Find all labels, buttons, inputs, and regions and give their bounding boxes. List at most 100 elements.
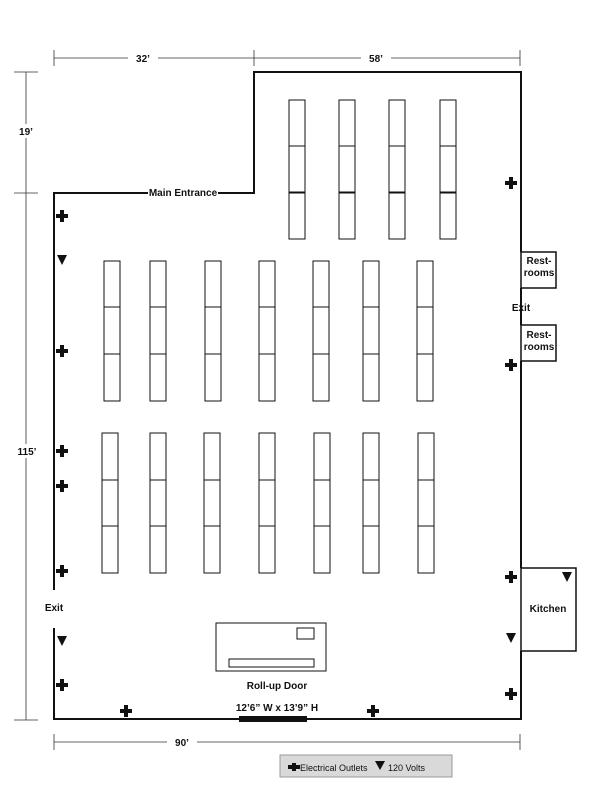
table [338,145,356,193]
table [258,432,276,481]
exit-left-label: Exit [45,603,64,614]
rollup-door-panel [296,627,315,640]
table [362,432,380,481]
table [204,260,222,308]
legend-outlets-label: Electrical Outlets [300,763,368,773]
table [149,525,167,574]
rollup-door-size: 12’6” W x 13’9” H [236,703,318,714]
table [313,479,331,527]
electrical-outlet-icon [56,445,68,457]
restroom-lower [520,324,557,362]
table [388,99,406,147]
electrical-outlet-icon [505,571,517,583]
legend-volts-label: 120 Volts [388,763,426,773]
dim-top-right: 58’ [369,54,383,65]
restroom-upper [520,251,557,289]
table [101,525,119,574]
volt-120-icon [562,572,572,582]
legend: Electrical Outlets 120 Volts [279,754,453,778]
dim-left-main: 115’ [18,447,37,458]
table [204,306,222,355]
table [203,432,221,481]
volt-120-icon [506,633,516,643]
table [258,479,276,527]
electrical-outlet-icon [367,705,379,717]
table [312,260,330,308]
electrical-outlet-icon [120,705,132,717]
table [149,432,167,481]
table [258,525,276,574]
restroom-lower-label-1: Rest- [526,330,551,341]
kitchen-room [520,567,577,652]
table [388,192,406,240]
table [312,353,330,402]
table [288,145,306,193]
table [203,479,221,527]
electrical-outlet-icon [505,359,517,371]
volt-120-icon [57,636,67,646]
tables-group [101,99,457,574]
table [338,99,356,147]
table [288,192,306,240]
dim-bottom: 90’ [175,738,189,749]
table [439,145,457,193]
electrical-outlet-icon [56,210,68,222]
table [417,479,435,527]
table [362,525,380,574]
table [258,306,276,355]
restroom-upper-label-2: rooms [524,268,555,279]
table [101,479,119,527]
volt-120-icon [57,255,67,265]
table [362,353,380,402]
outlets-group [56,177,517,717]
table [103,306,121,355]
table [149,353,167,402]
volt-markers-group [57,255,572,646]
table [388,145,406,193]
legend-volts-icon [375,761,385,770]
table [362,479,380,527]
dim-left-upper: 19’ [19,127,33,138]
table [313,525,331,574]
legend-outlet-icon [288,763,300,771]
restroom-upper-label-1: Rest- [526,256,551,267]
table [416,260,434,308]
electrical-outlet-icon [56,345,68,357]
table [204,353,222,402]
table [203,525,221,574]
electrical-outlet-icon [56,679,68,691]
electrical-outlet-icon [505,688,517,700]
electrical-outlet-icon [56,565,68,577]
table [101,432,119,481]
electrical-outlet-icon [505,177,517,189]
rollup-door-threshold [239,716,307,722]
main-entrance-label: Main Entrance [149,188,218,199]
electrical-outlet-icon [56,480,68,492]
table [313,432,331,481]
table [258,260,276,308]
table [149,260,167,308]
table [416,306,434,355]
table [103,353,121,402]
table [439,192,457,240]
table [417,525,435,574]
table [362,306,380,355]
table [149,479,167,527]
kitchen-label: Kitchen [530,604,567,615]
dim-top-left: 32’ [136,54,150,65]
rollup-door-slot [228,658,315,668]
legend-box [279,754,453,778]
table [362,260,380,308]
table [312,306,330,355]
restroom-lower-label-2: rooms [524,342,555,353]
table [416,353,434,402]
table [103,260,121,308]
table [258,353,276,402]
table [338,192,356,240]
rollup-door-label: Roll-up Door [247,681,308,692]
table [439,99,457,147]
exit-right-label: Exit [512,303,531,314]
table [149,306,167,355]
table [417,432,435,481]
